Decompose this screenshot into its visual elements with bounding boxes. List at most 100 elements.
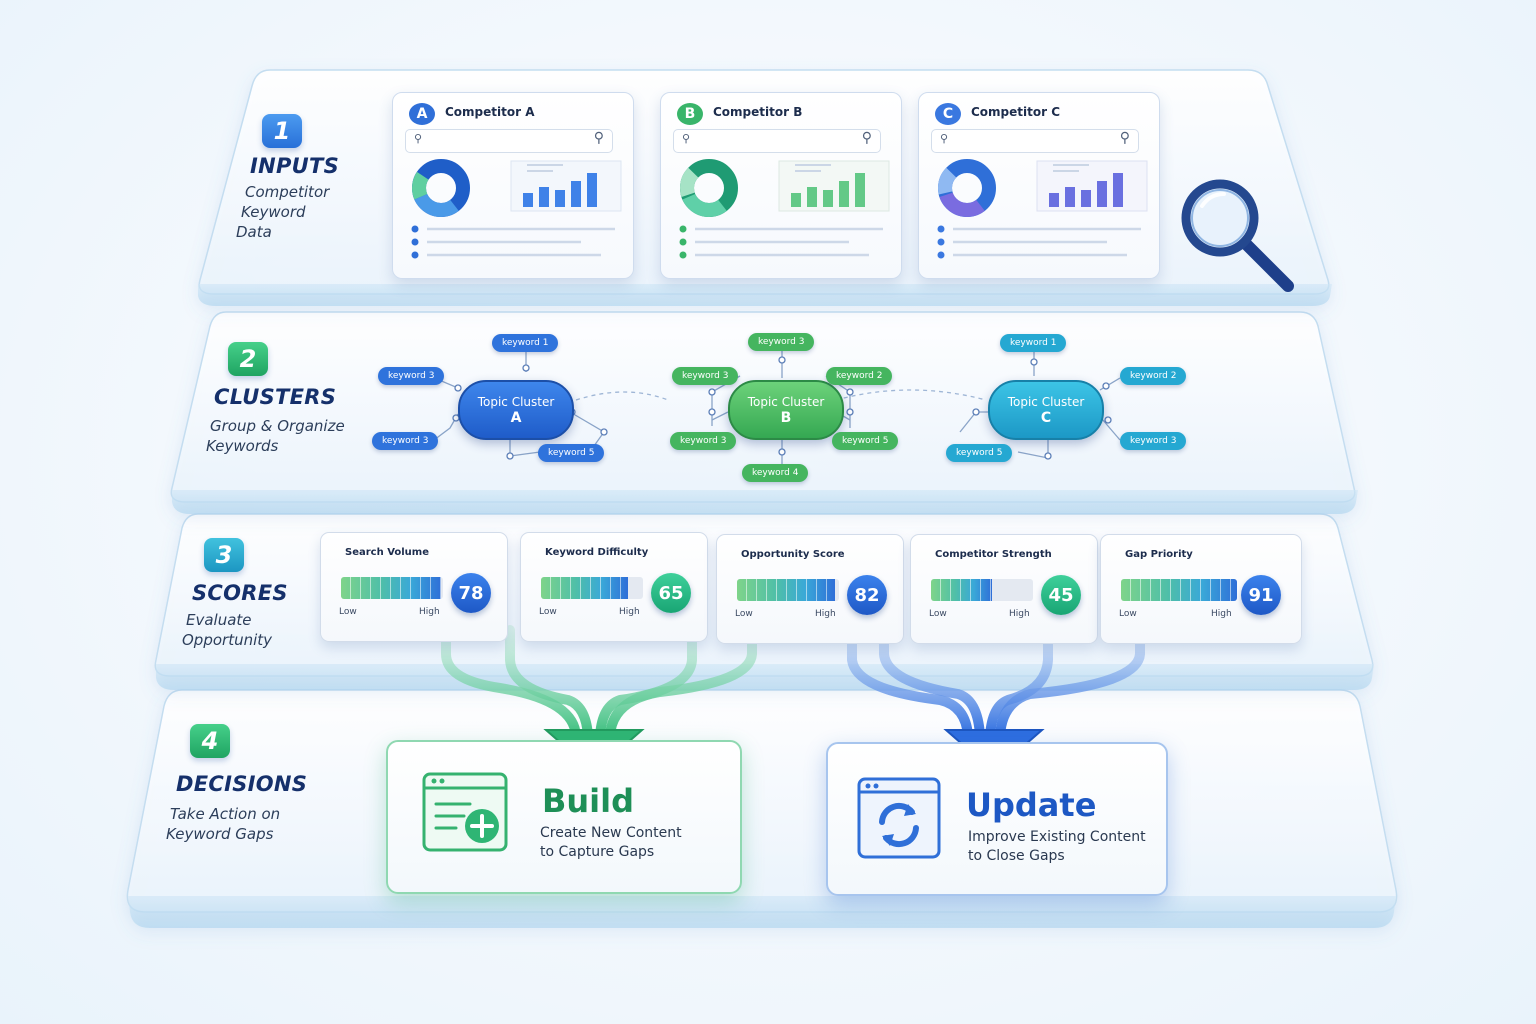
topic-cluster-label: Topic Cluster (477, 395, 555, 409)
search-icon[interactable]: ⚲ (861, 130, 872, 146)
score-card-search-volume[interactable]: Search Volume Low High 78 (320, 532, 508, 642)
decision-title: Update (966, 786, 1097, 824)
score-bar-fill (541, 577, 628, 599)
competitor-card-a[interactable]: A Competitor A ⚲ ⚲ (392, 92, 634, 279)
topic-cluster-a[interactable]: Topic Cluster A (458, 380, 574, 440)
competitor-search-input[interactable]: ⚲ ⚲ (405, 129, 613, 153)
search-icon[interactable]: ⚲ (1119, 130, 1130, 146)
step-subtitle: Group & Organize Keywords (206, 417, 345, 455)
score-bar-fill (931, 579, 993, 601)
score-value-badge: 82 (847, 575, 887, 615)
score-bar (1121, 579, 1237, 601)
topic-cluster-label: Topic Cluster (747, 395, 825, 409)
competitor-letter-badge: B (677, 103, 703, 125)
score-bar-fill (1121, 579, 1237, 601)
score-title: Keyword Difficulty (545, 547, 649, 558)
magnifying-glass-icon (1181, 179, 1294, 292)
score-bar-fill (737, 579, 835, 601)
step-title: INPUTS (250, 154, 340, 178)
step-subtitle: Take Action on Keyword Gaps (166, 805, 281, 843)
score-value-badge: 78 (451, 573, 491, 613)
score-card-keyword-difficulty[interactable]: Keyword Difficulty Low High 65 (520, 532, 708, 642)
score-low-label: Low (1119, 609, 1137, 619)
competitor-name: Competitor A (445, 105, 535, 119)
keyword-pill[interactable]: keyword 2 (1120, 367, 1187, 385)
competitor-card-c[interactable]: C Competitor C ⚲ ⚲ (918, 92, 1160, 279)
score-bar (541, 577, 643, 599)
competitor-charts (412, 159, 622, 217)
score-title: Gap Priority (1125, 549, 1193, 560)
topic-cluster-letter: C (1040, 410, 1052, 426)
competitor-search-input[interactable]: ⚲ ⚲ (673, 129, 881, 153)
score-card-competitor-strength[interactable]: Competitor Strength Low High 45 (910, 534, 1098, 644)
step-subtitle: Competitor Keyword Data (236, 183, 330, 241)
score-high-label: High (1009, 609, 1030, 619)
score-bar (931, 579, 1033, 601)
score-value-badge: 65 (651, 573, 691, 613)
score-bar (341, 577, 443, 599)
score-card-opportunity-score[interactable]: Opportunity Score Low High 82 (716, 534, 904, 644)
score-card-gap-priority[interactable]: Gap Priority Low High 91 (1100, 534, 1302, 644)
add-document-icon (422, 772, 508, 852)
refresh-icon (857, 777, 941, 859)
decision-subtitle: Improve Existing Content to Close Gaps (968, 829, 1146, 864)
step-title: SCORES (192, 581, 288, 605)
step-subtitle: Evaluate Opportunity (182, 611, 273, 649)
topic-cluster-label: Topic Cluster (1007, 395, 1085, 409)
step-title: CLUSTERS (214, 385, 337, 409)
topic-cluster-letter: B (780, 410, 792, 426)
topic-cluster-b[interactable]: Topic Cluster B (728, 380, 844, 440)
competitor-list-lines (411, 225, 615, 259)
competitor-search-input[interactable]: ⚲ ⚲ (931, 129, 1139, 153)
keyword-pill[interactable]: keyword 5 (946, 444, 1013, 462)
keyword-pill[interactable]: keyword 4 (742, 464, 809, 482)
score-high-label: High (619, 607, 640, 617)
score-low-label: Low (929, 609, 947, 619)
decision-subtitle: Create New Content to Capture Gaps (540, 825, 682, 860)
score-low-label: Low (339, 607, 357, 617)
score-low-label: Low (539, 607, 557, 617)
score-bar (737, 579, 839, 601)
topic-cluster-letter: A (510, 410, 522, 426)
competitor-card-b[interactable]: B Competitor B ⚲ ⚲ (660, 92, 902, 279)
bar-chart-icon (1036, 160, 1148, 212)
competitor-name: Competitor B (713, 105, 803, 119)
keyword-pill[interactable]: keyword 2 (826, 367, 893, 385)
keyword-pill[interactable]: keyword 1 (492, 334, 559, 352)
competitor-charts (938, 159, 1148, 217)
score-high-label: High (419, 607, 440, 617)
step-number-badge: 2 (228, 342, 268, 376)
donut-chart-icon (412, 159, 470, 217)
step-number-badge: 3 (204, 538, 244, 572)
keyword-pill[interactable]: keyword 5 (538, 444, 605, 462)
search-icon[interactable]: ⚲ (593, 130, 604, 146)
search-icon: ⚲ (414, 132, 423, 145)
score-title: Competitor Strength (935, 549, 1052, 560)
step-number-badge: 1 (262, 114, 302, 148)
competitor-charts (680, 159, 890, 217)
keyword-pill[interactable]: keyword 3 (670, 432, 737, 450)
donut-chart-icon (680, 159, 738, 217)
keyword-pill[interactable]: keyword 5 (832, 432, 899, 450)
score-high-label: High (1211, 609, 1232, 619)
competitor-list-lines (937, 225, 1141, 259)
search-icon: ⚲ (940, 132, 949, 145)
score-bar-fill (341, 577, 441, 599)
decision-title: Build (542, 782, 635, 820)
topic-cluster-c[interactable]: Topic Cluster C (988, 380, 1104, 440)
decision-update-card[interactable]: Update Improve Existing Content to Close… (826, 742, 1168, 896)
decision-build-card[interactable]: Build Create New Content to Capture Gaps (386, 740, 742, 894)
score-high-label: High (815, 609, 836, 619)
keyword-pill[interactable]: keyword 3 (372, 432, 439, 450)
score-low-label: Low (735, 609, 753, 619)
competitor-list-lines (679, 225, 883, 259)
step-title: DECISIONS (176, 772, 308, 796)
competitor-name: Competitor C (971, 105, 1061, 119)
keyword-pill[interactable]: keyword 3 (748, 333, 815, 351)
keyword-pill[interactable]: keyword 3 (378, 367, 445, 385)
keyword-pill[interactable]: keyword 1 (1000, 334, 1067, 352)
keyword-pill[interactable]: keyword 3 (672, 367, 739, 385)
keyword-pill[interactable]: keyword 3 (1120, 432, 1187, 450)
score-value-badge: 91 (1241, 575, 1281, 615)
